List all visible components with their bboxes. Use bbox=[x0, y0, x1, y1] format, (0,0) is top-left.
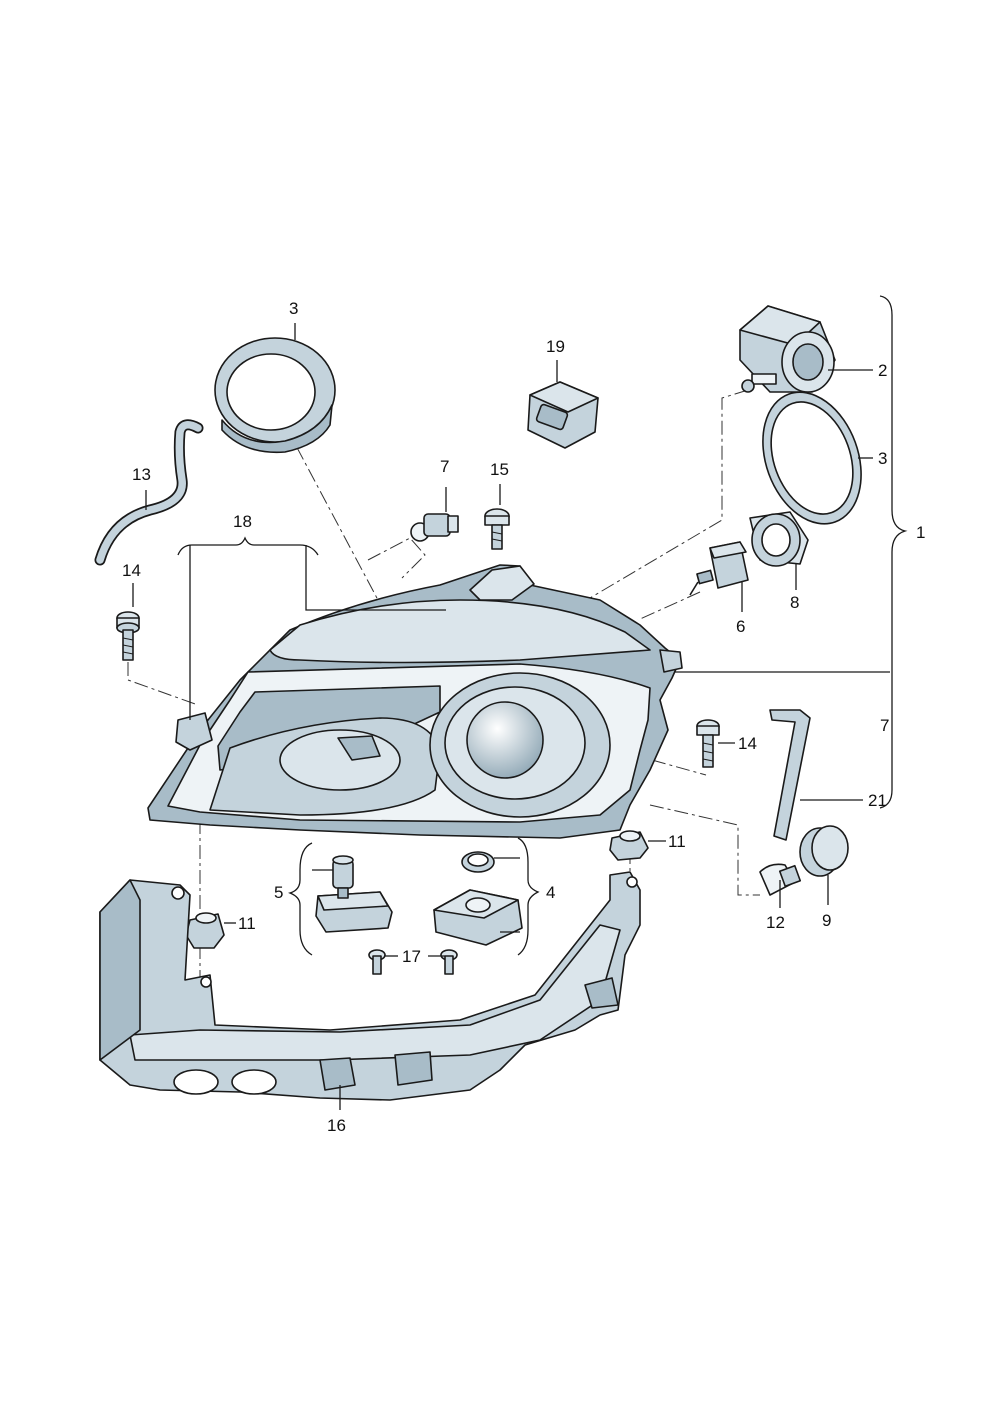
screw-part-15 bbox=[484, 508, 510, 550]
mounting-bracket-part-16 bbox=[99, 871, 641, 1101]
callout-4: 4 bbox=[546, 883, 555, 902]
headlight-housing bbox=[147, 564, 683, 839]
adjuster-part-11-right bbox=[609, 830, 649, 861]
xenon-bulb-part-6 bbox=[689, 541, 749, 596]
callout-7-top: 7 bbox=[440, 457, 449, 476]
callout-11-right: 11 bbox=[668, 832, 686, 851]
alignment-lines bbox=[127, 389, 760, 980]
gasket-ring-part-3 bbox=[214, 337, 336, 454]
callout-1: 1 bbox=[916, 523, 925, 542]
callout-13: 13 bbox=[132, 465, 151, 484]
allen-key-part-21 bbox=[769, 709, 811, 841]
screw-part-14-left bbox=[116, 611, 140, 661]
bulb-part-12 bbox=[759, 863, 802, 896]
callout-6: 6 bbox=[736, 617, 745, 636]
callout-7-right: 7 bbox=[880, 716, 889, 735]
gasket-ring-part-3-right bbox=[762, 391, 862, 525]
ballast-part-4 bbox=[433, 851, 523, 946]
bulb-holder-part-8 bbox=[749, 511, 809, 567]
callout-19: 19 bbox=[546, 337, 565, 356]
screws-part-17 bbox=[368, 949, 458, 975]
callout-14-left: 14 bbox=[122, 561, 141, 580]
leveling-motor-part-2 bbox=[739, 305, 836, 393]
adjuster-part-11-left bbox=[185, 912, 225, 949]
cap-part-9 bbox=[799, 825, 849, 877]
headlight-projector-lens bbox=[429, 672, 611, 818]
callout-5: 5 bbox=[274, 883, 283, 902]
callout-labels: 1 2 3 3 4 5 6 7 7 8 9 11 11 12 13 14 14 … bbox=[122, 299, 925, 1135]
callout-18: 18 bbox=[233, 512, 252, 531]
igniter-part-5 bbox=[315, 855, 393, 933]
callout-8: 8 bbox=[790, 593, 799, 612]
callout-11-left: 11 bbox=[238, 914, 256, 933]
headlight-left-module bbox=[209, 717, 441, 816]
callout-17: 17 bbox=[402, 947, 421, 966]
callout-21: 21 bbox=[868, 791, 887, 810]
callout-12: 12 bbox=[766, 913, 785, 932]
callout-9: 9 bbox=[822, 911, 831, 930]
callout-2: 2 bbox=[878, 361, 887, 380]
vent-hose-part-13 bbox=[94, 419, 204, 566]
callout-16: 16 bbox=[327, 1116, 346, 1135]
callout-3-top: 3 bbox=[289, 299, 298, 318]
screw-part-14-right bbox=[696, 719, 720, 768]
bulb-part-7 bbox=[410, 513, 459, 542]
callout-3-right: 3 bbox=[878, 449, 887, 468]
leader-lines bbox=[132, 295, 908, 1110]
callout-14-right: 14 bbox=[738, 734, 757, 753]
callout-15: 15 bbox=[490, 460, 509, 479]
connector-part-19 bbox=[527, 381, 599, 449]
